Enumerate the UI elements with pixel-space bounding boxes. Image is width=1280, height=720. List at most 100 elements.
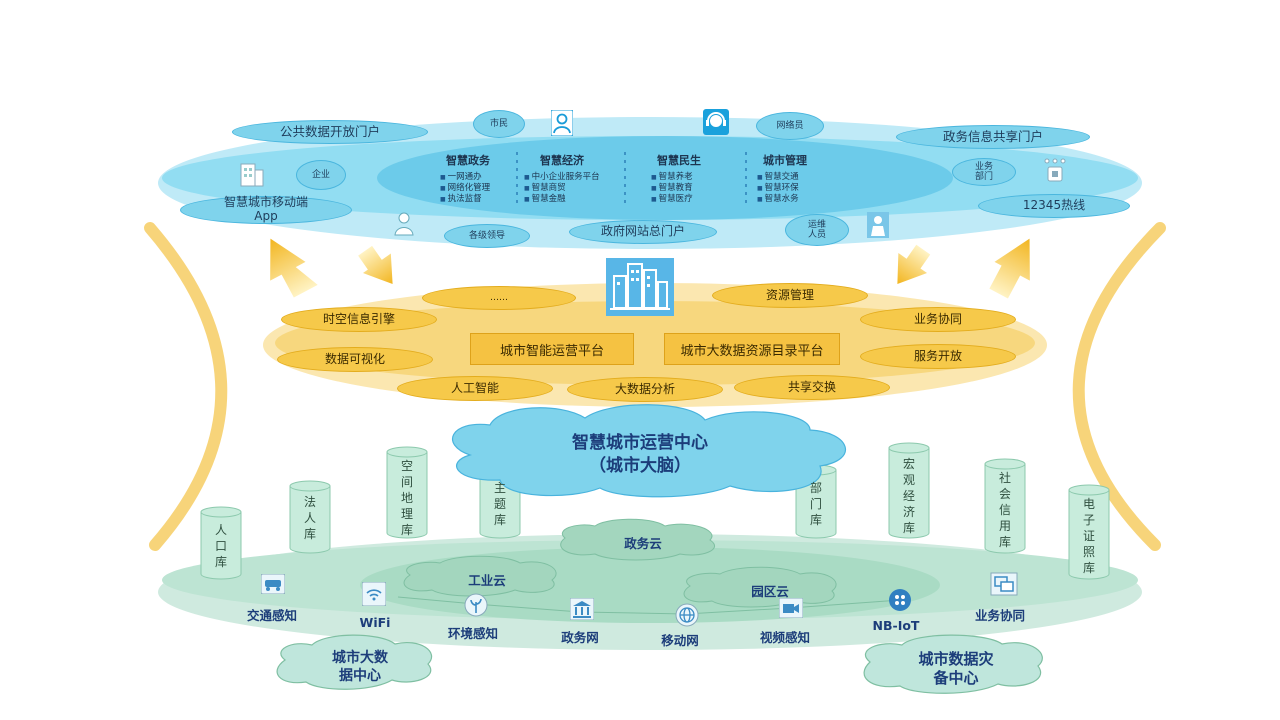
role-citizen: 市民 xyxy=(473,110,525,138)
database-label: 社会信用库 xyxy=(998,471,1011,549)
db-cylinders xyxy=(200,442,1110,580)
pill-service-open: 服务开放 xyxy=(860,344,1016,369)
environment-plant-icon xyxy=(464,593,488,617)
column-item-text: 智慧交通 xyxy=(764,172,799,182)
role-netizen: 网络员 xyxy=(756,112,824,140)
pill-ai: 人工智能 xyxy=(397,376,553,401)
nb-iot-icon xyxy=(888,588,912,612)
sensing-traffic: 交通感知 xyxy=(246,608,297,623)
column-item-text: 智慧商贸 xyxy=(531,183,566,193)
arrow-up-right xyxy=(989,238,1030,299)
column-item: ■ 智慧交通 xyxy=(757,170,799,182)
database-label: 人口库 xyxy=(214,523,227,569)
pill-exchange: 共享交换 xyxy=(734,375,890,400)
role-ops-staff: 运维 人员 xyxy=(785,214,849,246)
sensing-wifi: WiFi xyxy=(359,615,391,630)
cloud-zhengwu xyxy=(560,518,716,561)
column-item: ■ 一网通办 xyxy=(440,170,482,182)
customer-service-icon xyxy=(703,109,729,135)
sensing-network xyxy=(397,596,901,615)
column-item: ■ 智慧养老 xyxy=(651,170,693,182)
pill-ellipsis: …… xyxy=(422,286,576,310)
bullet-icon: ■ xyxy=(440,196,448,203)
column-item: ■ 网络化管理 xyxy=(440,181,490,193)
cloud-left-center xyxy=(276,634,433,690)
hotline-12345: 12345热线 xyxy=(978,194,1130,218)
sensing-gov-network: 政务网 xyxy=(561,630,599,645)
wifi-icon xyxy=(361,581,387,607)
arrow-down-right xyxy=(897,244,931,285)
public-data-portal: 公共数据开放门户 xyxy=(232,120,428,144)
city-building-icon xyxy=(606,258,674,316)
column-item-text: 执法监督 xyxy=(447,194,482,204)
column-item: ■ 智慧金融 xyxy=(524,192,566,204)
cloud-right-center xyxy=(863,634,1043,694)
bullet-icon: ■ xyxy=(757,196,765,203)
sensing-biz-collab: 业务协同 xyxy=(974,608,1025,623)
column-item-text: 智慧水务 xyxy=(764,194,799,204)
platform-resource-catalog: 城市大数据资源目录平台 xyxy=(664,333,840,365)
left-arc xyxy=(144,222,228,551)
traffic-car-icon xyxy=(260,573,286,595)
arrow-down-left xyxy=(358,245,393,285)
cloud-zhengwu-label: 政务云 xyxy=(624,536,662,551)
role-leaders: 各级领导 xyxy=(444,224,530,248)
column-item-text: 智慧环保 xyxy=(764,183,799,193)
bullet-icon: ■ xyxy=(440,185,448,192)
sensing-video: 视频感知 xyxy=(759,630,810,645)
column-item-text: 智慧金融 xyxy=(531,194,566,204)
bullet-icon: ■ xyxy=(757,185,765,192)
pill-spatiotemporal: 时空信息引擎 xyxy=(281,307,437,332)
pill-visualization: 数据可视化 xyxy=(277,347,433,372)
bullet-icon: ■ xyxy=(440,174,448,181)
database-label: 宏观经济库 xyxy=(902,457,915,535)
column-item: ■ 智慧教育 xyxy=(651,181,693,193)
mid-layer-inner xyxy=(275,301,1035,385)
pill-big-data: 大数据分析 xyxy=(567,377,723,402)
brain-subtitle: （城市大脑） xyxy=(589,456,691,476)
gov-website-portal: 政府网站总门户 xyxy=(569,220,717,244)
column-item-text: 一网通办 xyxy=(447,172,482,182)
column-item: ■ 执法监督 xyxy=(440,192,482,204)
bullet-icon: ■ xyxy=(524,196,532,203)
bullet-icon: ■ xyxy=(757,174,765,181)
column-title: 智慧民生 xyxy=(657,154,701,167)
sensing-mobile-network: 移动网 xyxy=(661,633,699,648)
mobile-network-globe-icon xyxy=(675,603,699,627)
platform-operations: 城市智能运营平台 xyxy=(470,333,634,365)
column-item: ■ 中小企业服务平台 xyxy=(524,170,600,182)
column-item-text: 智慧医疗 xyxy=(658,194,693,204)
column-item-text: 网络化管理 xyxy=(447,183,491,193)
brain-cloud xyxy=(451,404,847,498)
column-item: ■ 智慧水务 xyxy=(757,192,799,204)
top-layer-center xyxy=(377,136,953,220)
business-collab-icon xyxy=(990,572,1018,596)
gov-info-portal: 政务信息共享门户 xyxy=(896,125,1090,149)
column-item-text: 智慧教育 xyxy=(658,183,693,193)
bullet-icon: ■ xyxy=(651,196,659,203)
bullet-icon: ■ xyxy=(524,174,532,181)
column-item-text: 中小企业服务平台 xyxy=(531,172,600,182)
column-item: ■ 智慧商贸 xyxy=(524,181,566,193)
role-business-dept: 业务 部门 xyxy=(952,158,1016,186)
role-enterprise: 企业 xyxy=(296,160,346,190)
column-item-text: 智慧养老 xyxy=(658,172,693,182)
mobile-app-portal: 智慧城市移动端 App xyxy=(180,195,352,224)
database-label: 空间地理库 xyxy=(400,459,413,537)
bullet-icon: ■ xyxy=(524,185,532,192)
right-backup-center-label: 城市数据灾 备中心 xyxy=(918,650,994,687)
video-camera-icon xyxy=(778,597,804,619)
cloud-gongye xyxy=(403,555,557,597)
arrow-up-left xyxy=(270,238,318,298)
cloud-yuanqu xyxy=(683,566,837,608)
device-icon xyxy=(1043,158,1067,184)
building-icon xyxy=(238,160,266,188)
column-title: 智慧经济 xyxy=(540,154,584,167)
database-label: 部门库 xyxy=(809,481,822,527)
bullet-icon: ■ xyxy=(651,185,659,192)
database-label: 主题库 xyxy=(493,481,506,527)
column-item: ■ 智慧医疗 xyxy=(651,192,693,204)
sensing-nb-iot: NB-IoT xyxy=(872,618,920,633)
